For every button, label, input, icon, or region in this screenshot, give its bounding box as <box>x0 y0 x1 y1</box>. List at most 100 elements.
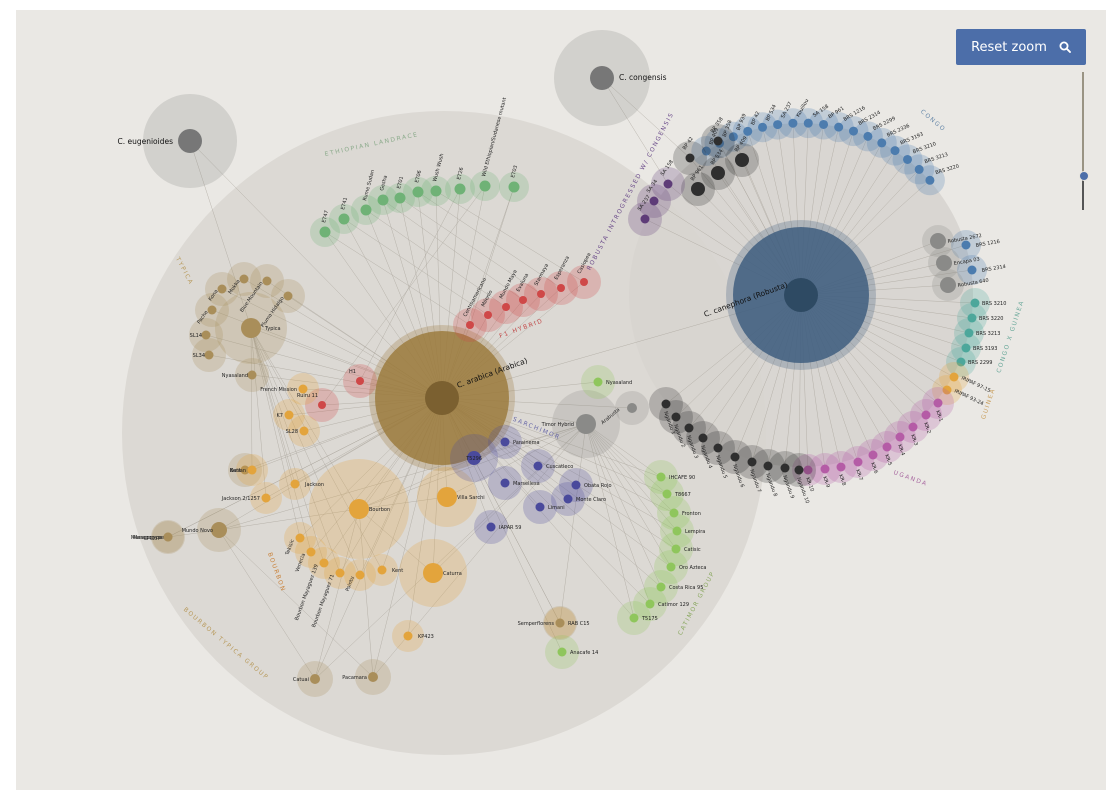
node-typ-5[interactable] <box>204 350 214 360</box>
node-ug-1[interactable] <box>921 410 931 420</box>
node-bou-0[interactable] <box>298 384 308 394</box>
node-congo-0[interactable] <box>701 146 711 156</box>
node-bou-17[interactable] <box>163 532 173 542</box>
node-bou-18[interactable] <box>310 674 320 684</box>
node-bou-19[interactable] <box>368 672 378 682</box>
node-f1-1[interactable] <box>484 311 492 319</box>
node-guinea-4[interactable] <box>956 357 966 367</box>
node-intro-1[interactable] <box>713 136 723 146</box>
node-bou-6[interactable] <box>261 493 271 503</box>
node-ng-3[interactable] <box>698 433 708 443</box>
node-congo-side-4[interactable] <box>940 277 956 293</box>
node-eth-1[interactable] <box>338 213 350 225</box>
zoom-slider-track[interactable] <box>1082 72 1084 210</box>
node-f1-8[interactable] <box>318 401 326 409</box>
node-f1-0[interactable] <box>466 321 474 329</box>
node-bou-4[interactable] <box>290 479 300 489</box>
node-ug-2[interactable] <box>908 422 918 432</box>
node-eth-5[interactable] <box>412 186 424 198</box>
node-congo-side-0[interactable] <box>930 233 946 249</box>
node-sar-1[interactable] <box>500 437 510 447</box>
node-intro-4[interactable] <box>691 182 705 196</box>
node-cat-10[interactable] <box>557 647 567 657</box>
node-typ-1[interactable] <box>217 284 227 294</box>
node-guinea-1[interactable] <box>967 313 977 323</box>
node-sar-2[interactable] <box>533 461 543 471</box>
node-congo-6[interactable] <box>788 118 798 128</box>
node-bou-16[interactable] <box>211 522 227 538</box>
node-ng-8[interactable] <box>780 463 790 473</box>
node-ng-5[interactable] <box>730 452 740 462</box>
node-congo-12[interactable] <box>877 138 887 148</box>
node-typ-0[interactable] <box>241 318 261 338</box>
node-canephora[interactable] <box>784 278 818 312</box>
node-congo-2[interactable] <box>728 132 738 142</box>
node-congo-15[interactable] <box>914 164 924 174</box>
node-typ-4[interactable] <box>201 330 211 340</box>
node-bou-3[interactable] <box>349 499 369 519</box>
node-congo-7[interactable] <box>803 118 813 128</box>
node-bou-8[interactable] <box>306 547 316 557</box>
node-sar-6[interactable] <box>535 502 545 512</box>
node-eth-0[interactable] <box>319 226 331 238</box>
node-ng-2[interactable] <box>684 423 694 433</box>
node-typ-3[interactable] <box>207 305 217 315</box>
node-guinea-3[interactable] <box>961 343 971 353</box>
zoom-slider-handle[interactable] <box>1079 171 1089 181</box>
node-f1-5[interactable] <box>557 284 565 292</box>
node-congo-14[interactable] <box>903 154 913 164</box>
node-ng-0[interactable] <box>661 399 671 409</box>
node-ng-1[interactable] <box>671 412 681 422</box>
node-eth-6[interactable] <box>430 185 442 197</box>
node-bou-12[interactable] <box>377 565 387 575</box>
node-intro-2[interactable] <box>735 153 749 167</box>
node-bou-5[interactable] <box>247 465 257 475</box>
node-f1-6[interactable] <box>580 278 588 286</box>
node-typ-6[interactable] <box>262 276 272 286</box>
node-guinea-0[interactable] <box>970 298 980 308</box>
node-congo-13[interactable] <box>890 146 900 156</box>
node-cat-8[interactable] <box>629 613 639 623</box>
node-ug-0[interactable] <box>933 398 943 408</box>
node-ug-8[interactable] <box>820 464 830 474</box>
node-guinea2-1[interactable] <box>942 385 952 395</box>
node-eth-2[interactable] <box>360 204 372 216</box>
node-cat-3[interactable] <box>672 526 682 536</box>
node-f1-3[interactable] <box>519 296 527 304</box>
node-typ-9[interactable] <box>240 465 250 475</box>
node-congo-11[interactable] <box>863 131 873 141</box>
node-intro-6[interactable] <box>649 196 659 206</box>
node-typ-8[interactable] <box>247 370 257 380</box>
node-ng-6[interactable] <box>747 457 757 467</box>
reset-zoom-button[interactable]: Reset zoom <box>956 29 1086 65</box>
node-eth-4[interactable] <box>394 192 406 204</box>
node-cat-2[interactable] <box>669 508 679 518</box>
node-arabica[interactable] <box>425 381 459 415</box>
node-f1-4[interactable] <box>537 290 545 298</box>
node-bou-13[interactable] <box>423 563 443 583</box>
node-typ-2[interactable] <box>239 274 249 284</box>
node-ug-3[interactable] <box>895 432 905 442</box>
node-ng-9[interactable] <box>794 465 804 475</box>
node-f1-2[interactable] <box>502 303 510 311</box>
node-bou-9[interactable] <box>319 558 329 568</box>
node-ug-9[interactable] <box>803 465 813 475</box>
node-congo-16[interactable] <box>925 175 935 185</box>
node-ug-4[interactable] <box>882 442 892 452</box>
node-congo-3[interactable] <box>743 126 753 136</box>
node-congo-10[interactable] <box>848 126 858 136</box>
node-bou-10[interactable] <box>335 568 345 578</box>
node-sar-0[interactable] <box>467 451 481 465</box>
node-sar-5[interactable] <box>563 494 573 504</box>
node-cat-7[interactable] <box>645 599 655 609</box>
node-cat-9[interactable] <box>555 618 565 628</box>
node-congo-9[interactable] <box>834 122 844 132</box>
node-congo-4[interactable] <box>758 122 768 132</box>
node-sar-4[interactable] <box>571 480 581 490</box>
node-eth-7[interactable] <box>454 183 466 195</box>
node-cat-5[interactable] <box>666 562 676 572</box>
node-intro-3[interactable] <box>711 166 725 180</box>
node-sar-9[interactable] <box>627 403 637 413</box>
node-congo-side-3[interactable] <box>967 265 977 275</box>
node-ug-6[interactable] <box>853 457 863 467</box>
